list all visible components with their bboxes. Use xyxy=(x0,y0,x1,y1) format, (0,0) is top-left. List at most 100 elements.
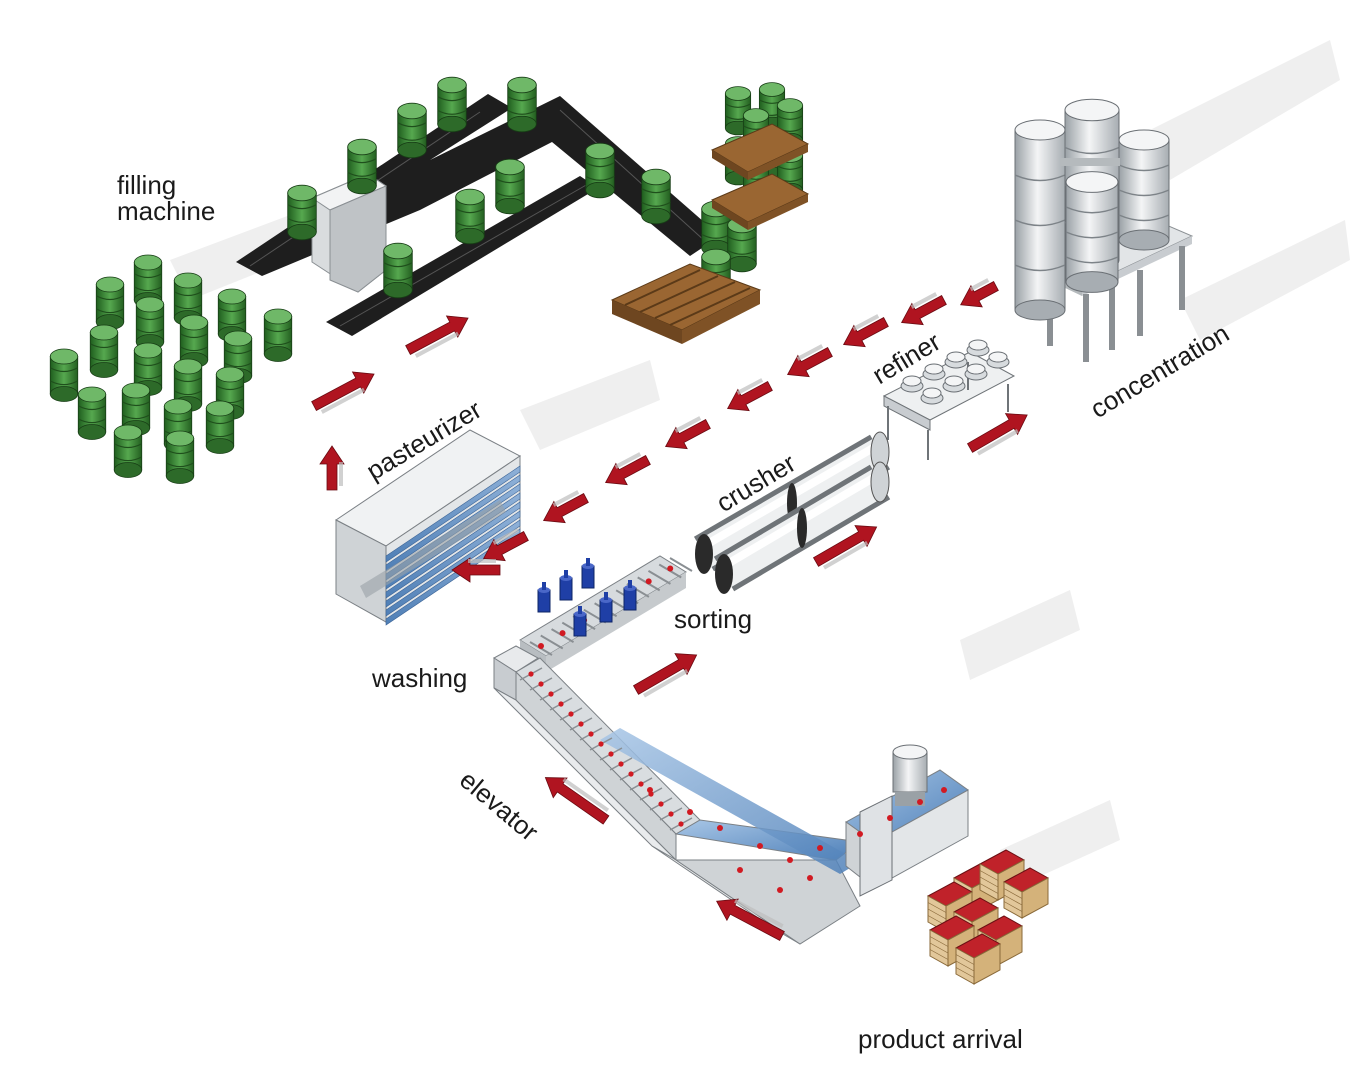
tomato-icon xyxy=(578,721,584,727)
label-filling-machine: filling machine xyxy=(117,172,277,224)
motor-icon xyxy=(573,606,587,637)
arrow-icon xyxy=(726,378,773,412)
pasteurizer-slat xyxy=(385,474,521,572)
arrow-icon xyxy=(604,452,651,486)
pasteurizer-slat xyxy=(385,519,521,617)
motor-icon xyxy=(537,582,551,613)
arrow-icon xyxy=(664,416,711,450)
crate-icon xyxy=(954,933,1002,985)
arrow-icon xyxy=(405,315,469,358)
motor-icon xyxy=(581,558,595,589)
arrow-icon xyxy=(632,653,698,698)
arrow-icon xyxy=(842,314,889,348)
barrel-icon xyxy=(77,386,107,440)
tomato-icon xyxy=(678,821,684,827)
arrow-icon xyxy=(960,278,999,308)
label-washing: washing xyxy=(372,663,468,693)
barrel-icon xyxy=(455,188,485,245)
tomato-icon xyxy=(645,578,652,585)
sorting-table xyxy=(519,555,693,672)
barrel-icon xyxy=(173,272,203,326)
blower-icon xyxy=(892,744,928,806)
barrel-icon xyxy=(173,358,203,412)
crate-stack xyxy=(926,849,1050,985)
tomato-icon xyxy=(528,671,534,677)
elevator-flume xyxy=(493,645,969,945)
arrow-icon xyxy=(544,777,610,825)
barrel-icon xyxy=(89,324,119,378)
arrow-icon xyxy=(311,371,375,414)
barrel-icon xyxy=(263,308,293,362)
tomato-icon xyxy=(887,815,893,821)
barrel-icon xyxy=(397,102,427,159)
tomato-icon xyxy=(618,761,624,767)
tomato-icon xyxy=(588,731,594,737)
tomato-icon xyxy=(717,825,723,831)
arrow-icon xyxy=(451,557,501,583)
tomato-icon xyxy=(737,867,743,873)
barrel-icon xyxy=(641,168,671,225)
arrow-icon xyxy=(812,525,878,570)
barrel-icon xyxy=(287,184,317,241)
tomato-icon xyxy=(638,781,644,787)
barrel-icon xyxy=(113,424,143,478)
barrel-icon xyxy=(495,158,525,215)
pallet-stack xyxy=(710,123,810,230)
tomato-icon xyxy=(777,887,783,893)
tomato-icon xyxy=(558,701,564,707)
tomato-icon xyxy=(628,771,634,777)
pasteurizer-slat xyxy=(385,465,521,563)
barrel-icon xyxy=(347,138,377,195)
tomato-icon xyxy=(817,845,823,851)
arrow-icon xyxy=(786,344,833,378)
barrel-icon xyxy=(383,242,413,299)
tomato-icon xyxy=(687,809,693,815)
tank-icon xyxy=(1014,119,1066,321)
tomato-icon xyxy=(568,711,574,717)
tomato-icon xyxy=(548,691,554,697)
tomato-icon xyxy=(857,831,863,837)
crate-icon xyxy=(1002,867,1050,919)
tomato-icon xyxy=(559,630,566,637)
tomato-icon xyxy=(598,741,604,747)
tomato-icon xyxy=(757,843,763,849)
label-filling-line1: filling xyxy=(117,170,177,200)
filling-machine-area xyxy=(49,76,810,484)
tomato-icon xyxy=(941,787,947,793)
arrow-icon xyxy=(900,292,947,326)
barrel-icon xyxy=(179,314,209,368)
arrow-icon xyxy=(542,490,589,524)
barrel-pile xyxy=(49,254,293,484)
tomato-icon xyxy=(917,799,923,805)
tomato-icon xyxy=(787,857,793,863)
label-filling-line2: machine xyxy=(117,196,216,226)
tomato-icon xyxy=(538,681,544,687)
tank-icon xyxy=(1118,129,1170,251)
crusher-machine xyxy=(693,431,891,594)
pasteurizer-slat xyxy=(385,501,521,599)
pallet-icon xyxy=(610,263,762,344)
barrel-icon xyxy=(95,276,125,330)
flow-arrows xyxy=(311,278,1028,941)
barrel-icon xyxy=(507,76,537,133)
motor-icon xyxy=(623,580,637,611)
barrel-icon xyxy=(205,400,235,454)
arrow-icon xyxy=(716,898,785,941)
tomato-icon xyxy=(648,791,654,797)
arrow-icon xyxy=(966,413,1028,456)
tomato-icon xyxy=(667,565,674,572)
label-sorting: sorting xyxy=(674,604,753,634)
roller-icon xyxy=(713,461,891,594)
arrow-icon xyxy=(319,445,345,491)
arrow-icon xyxy=(482,528,529,562)
tomato-icon xyxy=(538,643,544,649)
roller-icon xyxy=(693,431,891,574)
barrel-icon xyxy=(165,430,195,484)
tomato-icon xyxy=(668,811,674,817)
refiner-machine xyxy=(882,339,1016,460)
pasteurizer-machine xyxy=(335,429,521,626)
barrel-icon xyxy=(585,142,615,199)
pasteurizer-slat xyxy=(385,510,521,608)
tomato-icon xyxy=(658,801,664,807)
